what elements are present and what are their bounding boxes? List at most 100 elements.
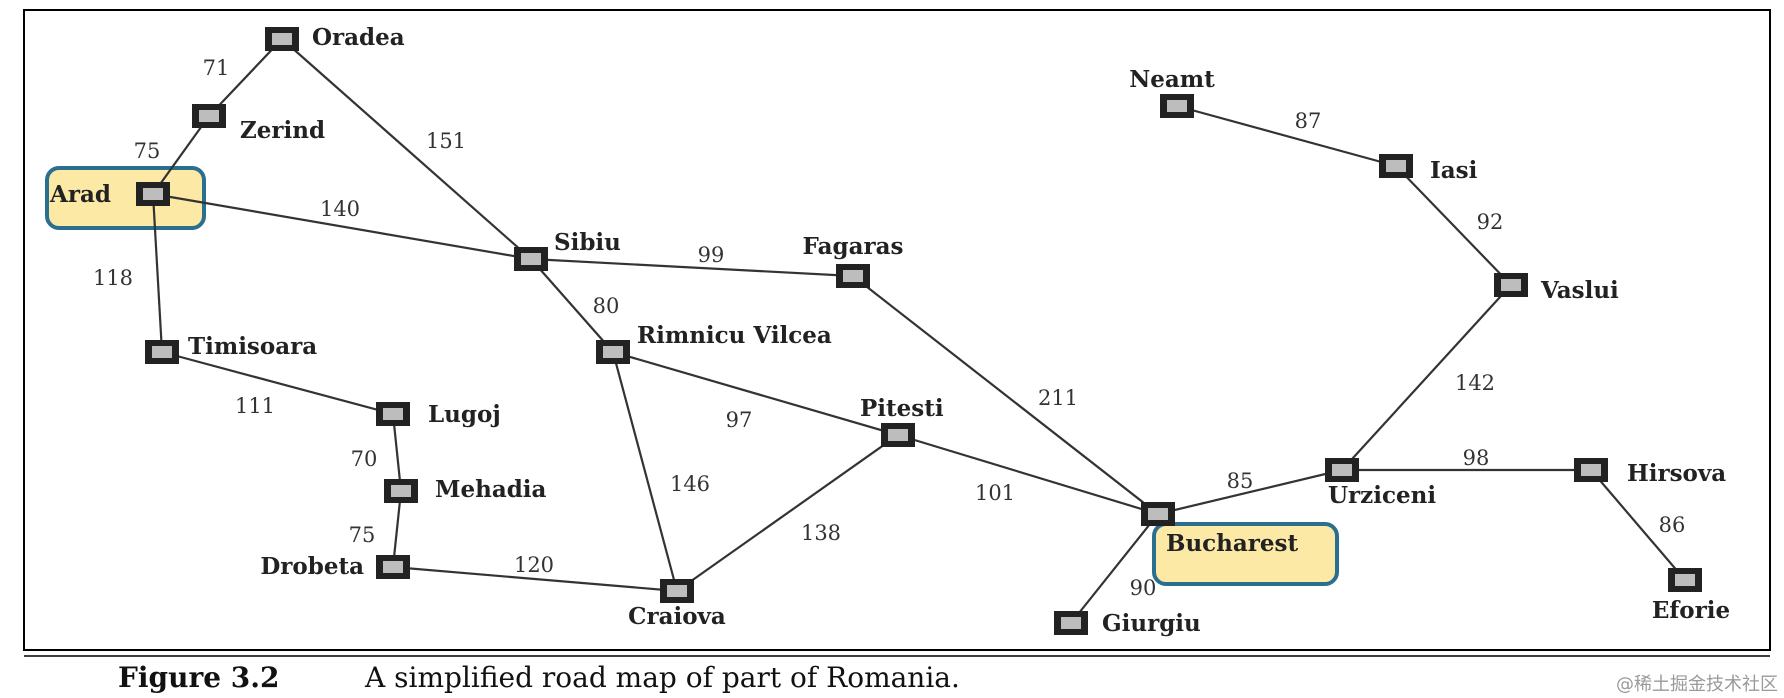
road-lugoj-mehadia — [391, 413, 403, 492]
distance-label-mehadia-drobeta: 75 — [349, 523, 376, 547]
node-core-pitesti — [888, 429, 908, 441]
node-core-urziceni — [1332, 464, 1352, 476]
city-label-oradea: Oradea — [312, 24, 405, 51]
city-label-neamt: Neamt — [1129, 66, 1215, 93]
city-label-zerind: Zerind — [240, 117, 325, 144]
distance-label-timisoara-lugoj: 111 — [235, 394, 275, 418]
node-core-hirsova — [1581, 464, 1601, 476]
node-core-timisoara — [152, 346, 172, 358]
node-core-craiova — [667, 585, 687, 597]
city-node-zerind — [192, 104, 226, 128]
city-label-giurgiu: Giurgiu — [1102, 610, 1201, 637]
city-label-urziceni: Urziceni — [1328, 482, 1436, 509]
city-node-oradea — [265, 27, 299, 51]
distance-label-iasi-neamt: 87 — [1295, 109, 1322, 133]
distance-label-fagaras-bucharest: 211 — [1038, 386, 1078, 410]
distance-label-oradea-zerind: 71 — [203, 56, 230, 80]
city-label-hirsova: Hirsova — [1627, 460, 1726, 487]
city-node-arad — [136, 182, 170, 206]
city-node-timisoara — [145, 340, 179, 364]
distance-label-bucharest-urziceni: 85 — [1227, 469, 1254, 493]
distance-label-lugoj-mehadia: 70 — [351, 447, 378, 471]
figure-caption-text: A simplified road map of part of Romania… — [364, 661, 960, 694]
distance-label-zerind-arad: 75 — [134, 139, 161, 163]
city-node-hirsova — [1574, 458, 1608, 482]
city-label-pitesti: Pitesti — [860, 395, 944, 422]
node-core-drobeta — [383, 561, 403, 573]
city-node-craiova — [660, 579, 694, 603]
road-rimnicu-vilcea-craiova — [611, 351, 679, 592]
distance-label-sibiu-fagaras: 99 — [698, 243, 725, 267]
road-rimnicu-vilcea-pitesti — [612, 350, 899, 437]
city-label-lugoj: Lugoj — [428, 401, 501, 428]
road-hirsova-eforie — [1590, 469, 1686, 581]
node-core-sibiu — [521, 253, 541, 265]
city-node-iasi — [1379, 154, 1413, 178]
highlight-bucharest — [1152, 522, 1339, 586]
node-core-mehadia — [391, 485, 411, 497]
city-label-drobeta: Drobeta — [260, 553, 364, 580]
city-label-rimnicu-vilcea: Rimnicu Vilcea — [637, 322, 832, 349]
node-core-vaslui — [1501, 279, 1521, 291]
distance-label-hirsova-eforie: 86 — [1659, 513, 1686, 537]
node-core-arad — [143, 188, 163, 200]
road-mehadia-drobeta — [391, 490, 403, 568]
road-drobeta-craiova — [392, 565, 678, 593]
city-label-eforie: Eforie — [1652, 597, 1730, 624]
node-core-iasi — [1386, 160, 1406, 172]
city-label-timisoara: Timisoara — [188, 333, 317, 360]
node-core-lugoj — [383, 408, 403, 420]
distance-label-oradea-sibiu: 151 — [426, 129, 466, 153]
distance-label-sibiu-rimnicu-vilcea: 80 — [593, 294, 620, 318]
road-vaslui-iasi — [1395, 165, 1512, 286]
distance-label-arad-timisoara: 118 — [93, 266, 133, 290]
road-bucharest-giurgiu — [1070, 513, 1159, 624]
figure-caption-number: Figure 3.2 — [118, 661, 279, 694]
city-node-vaslui — [1494, 273, 1528, 297]
city-node-mehadia — [384, 479, 418, 503]
distance-label-pitesti-bucharest: 101 — [975, 481, 1015, 505]
road-iasi-neamt — [1176, 104, 1397, 168]
distance-label-craiova-pitesti: 138 — [801, 521, 841, 545]
distance-label-drobeta-craiova: 120 — [514, 553, 554, 577]
distance-label-rimnicu-vilcea-pitesti: 97 — [726, 408, 753, 432]
city-label-arad: Arad — [49, 181, 111, 208]
distance-label-rimnicu-vilcea-craiova: 146 — [670, 472, 710, 496]
distance-label-vaslui-iasi: 92 — [1477, 210, 1504, 234]
node-core-rimnicu-vilcea — [603, 346, 623, 358]
node-core-oradea — [272, 33, 292, 45]
city-node-neamt — [1160, 94, 1194, 118]
city-label-fagaras: Fagaras — [803, 233, 904, 260]
road-timisoara-lugoj — [161, 350, 394, 416]
city-label-bucharest: Bucharest — [1166, 530, 1298, 557]
distance-label-arad-sibiu: 140 — [320, 197, 360, 221]
watermark: @稀土掘金技术社区 — [1616, 674, 1778, 695]
city-node-rimnicu-vilcea — [596, 340, 630, 364]
city-label-sibiu: Sibiu — [554, 229, 621, 256]
road-sibiu-fagaras — [530, 257, 854, 278]
city-node-fagaras — [836, 264, 870, 288]
node-core-bucharest — [1148, 508, 1168, 520]
city-node-giurgiu — [1054, 611, 1088, 635]
road-bucharest-urziceni — [1157, 468, 1343, 516]
road-pitesti-bucharest — [897, 433, 1159, 516]
city-node-lugoj — [376, 402, 410, 426]
distance-label-bucharest-giurgiu: 90 — [1130, 576, 1157, 600]
city-node-drobeta — [376, 555, 410, 579]
city-label-vaslui: Vaslui — [1540, 277, 1619, 304]
road-arad-sibiu — [152, 192, 532, 261]
city-node-sibiu — [514, 247, 548, 271]
road-arad-timisoara — [151, 193, 164, 353]
road-craiova-pitesti — [676, 434, 899, 592]
figure-frame — [23, 9, 1771, 651]
city-label-craiova: Craiova — [628, 603, 726, 630]
road-sibiu-rimnicu-vilcea — [530, 258, 614, 353]
distance-label-urziceni-hirsova: 98 — [1463, 446, 1490, 470]
city-label-mehadia: Mehadia — [435, 476, 547, 503]
node-core-eforie — [1675, 574, 1695, 586]
road-oradea-zerind — [208, 38, 283, 117]
city-label-iasi: Iasi — [1430, 157, 1478, 184]
road-zerind-arad — [152, 115, 210, 195]
